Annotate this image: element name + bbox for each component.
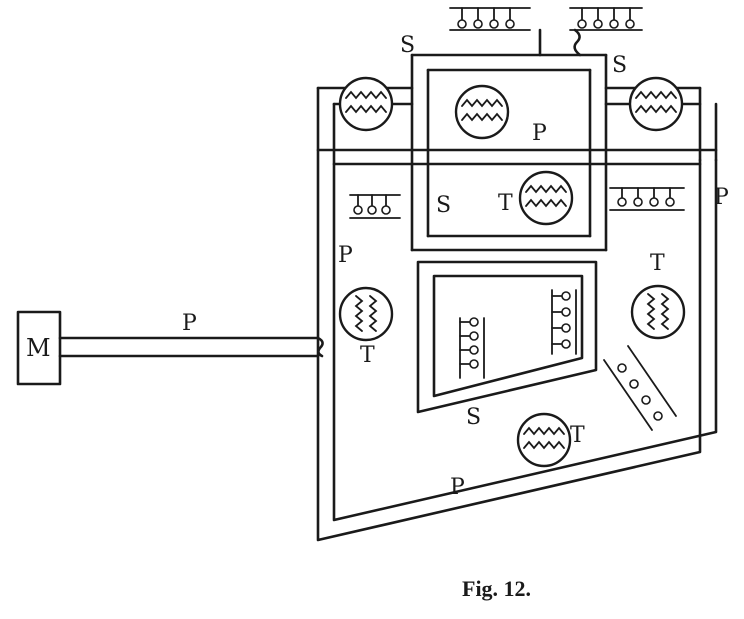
outer-primary-loop [316, 86, 718, 542]
lamp-bank-diagonal [603, 345, 677, 431]
lamp-bank-mid-left [349, 194, 401, 219]
transformer-left [338, 286, 394, 342]
label-P-feeder: P [182, 311, 197, 336]
label-T-middle: T [498, 191, 513, 216]
transformer-middle [518, 170, 574, 226]
transformer-top-center [454, 84, 510, 140]
secondary-loop-lower [416, 260, 598, 414]
lamp-bank-top-left [449, 7, 531, 31]
label-S-bottom: S [466, 405, 481, 430]
motor-label: M [26, 334, 51, 362]
label-P-center: P [532, 121, 547, 146]
label-S-top-right: S [612, 53, 627, 78]
motor: M [16, 310, 62, 386]
label-S-top-left: S [400, 33, 415, 58]
figure-caption: Fig. 12. [462, 576, 531, 601]
lamp-bank-top-right [569, 7, 643, 31]
transformer-top-right [628, 76, 684, 132]
label-T-bottom: T [570, 423, 585, 448]
label-T-right: T [650, 251, 665, 276]
transformer-top-left [333, 76, 394, 132]
lamp-bank-lower-left [459, 317, 485, 379]
label-T-left: T [360, 343, 375, 368]
secondary-loop-upper [410, 28, 608, 252]
lamp-bank-mid-right [609, 187, 685, 211]
transformer-bottom [516, 412, 572, 468]
label-P-right: P [714, 185, 729, 210]
label-P-bottom: P [450, 475, 465, 500]
main-feeder [58, 336, 324, 358]
label-S-middle: S [436, 193, 451, 218]
label-P-left: P [338, 243, 353, 268]
transformer-right [630, 284, 686, 340]
lamp-bank-lower-right [551, 289, 577, 355]
